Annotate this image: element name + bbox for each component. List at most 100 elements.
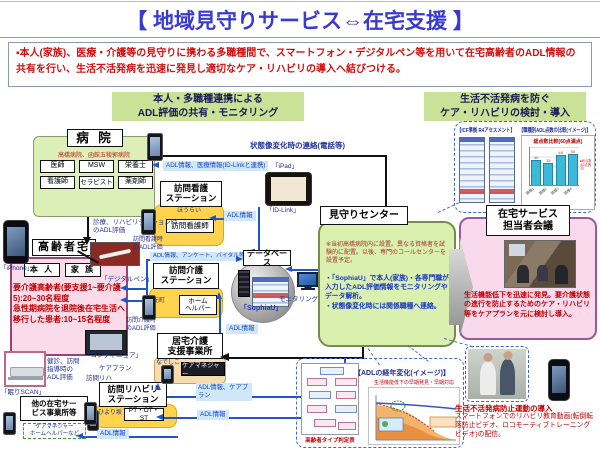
monitor-icon (297, 272, 318, 287)
label-homon-riha: 訪問リハ (86, 375, 112, 382)
arrow-right-icon (236, 256, 243, 262)
adl-trend-chart (368, 387, 460, 445)
banner-left: 本人・多職種連携による ADL評価の共有・モニタリング (112, 92, 304, 121)
home-line-2 (127, 300, 147, 302)
ipad-icon (265, 172, 312, 206)
trend-dashed-box (296, 358, 464, 448)
contact-line-h (162, 155, 387, 157)
smartphone-icon (3, 412, 16, 435)
label-icf: 【ICF準拠 R4アセスメント】 (457, 128, 515, 134)
exercise-dashed-box (465, 346, 529, 402)
pen-shape (98, 248, 132, 260)
label-careplan: ケアプラン (99, 365, 132, 372)
intro-text: ▪本人(家族)、医療・介護等の見守りに携わる多職種間で、スマートフォン・デジタル… (16, 48, 576, 75)
mimamori-note: ※当初高橋病院内に設置。異なる資格者を試験的に配置。以後、専門のコールセンターを… (326, 242, 447, 264)
kyotaku-office-name: なでしこ (156, 360, 181, 366)
label-adl-1: ADL情報 (224, 211, 256, 221)
photo-person (555, 265, 568, 284)
label-adl-survey: ADL情報、アンケート、バイタル等 (150, 252, 248, 261)
label-type-chart: 高齢者タイプ判定表 (305, 438, 355, 444)
label-iphone: 「iPhone」 (0, 265, 34, 272)
label-adl-4: ADL情報 (97, 429, 129, 439)
mimamori-desc: ・「SophiaU」で本人(家族)・各専門職が入力したADL評価情報をモニタリン… (325, 275, 449, 310)
hospital-staff-pharmacist: 薬剤師 (118, 176, 153, 189)
hospital-staff-nutritionist: 栄養士 (118, 160, 153, 173)
riha-station-name: ひより坂 (98, 410, 122, 416)
hospital-staff-nurse: 看護師 (40, 176, 75, 189)
kango-staff: 訪問看護師 (166, 219, 214, 233)
banner-right-line2: ケア・リハビリの検討・導入 (440, 108, 570, 119)
kango-station-title: 訪問看護 ステーション (160, 181, 222, 207)
smartphone-icon (161, 365, 174, 384)
banner-right-line1: 生活不活発病を防ぐ (460, 94, 550, 105)
home-person: 本 人 (24, 263, 60, 277)
arrow-up-icon (216, 292, 222, 299)
top-rule (0, 1, 600, 2)
smartphone-icon (142, 295, 156, 320)
arrow-left-icon (209, 215, 216, 221)
hospital-staff-doctor: 医師 (40, 160, 75, 173)
exercise-photo (468, 349, 526, 399)
mimamori-center-title: 見守りセンター (320, 206, 408, 225)
label-nemuri-scan: 「眠りSCAN」 (1, 389, 46, 396)
label-shinryo-adl: 診療、リハビリテーション時 のADL評価 (93, 219, 178, 235)
label-hikaku: 【職種別ADL点数の比較(イメージ)】 (519, 128, 591, 134)
label-adl-medical: ADL情報、医療情報(ID-Linkと連携) (163, 161, 269, 171)
intro-box: ▪本人(家族)、医療・介護等の見守りに携わる多職種間で、スマートフォン・デジタル… (8, 42, 592, 87)
label-keinen-title: 【ADLの経年変化(イメージ)】 (354, 370, 450, 377)
care-manager-box: ケアマネジャー (181, 362, 225, 378)
label-digital-pen: 「デジタルペン」 (101, 276, 153, 283)
meeting-photo (504, 240, 576, 288)
contact-line-v (385, 155, 387, 207)
title-rule (0, 37, 600, 38)
nemuri-scan-photo (4, 351, 46, 387)
r4-screenshot-1 (459, 137, 485, 203)
kaigo-db-line (219, 297, 221, 339)
banner-left-line1: 本人・多職種連携による (153, 94, 263, 105)
kaigo-station-name: 元町 (153, 298, 166, 304)
kango-station-name: ほうらい (176, 208, 201, 214)
riha-staff: PT・OT・ST (124, 407, 164, 422)
careplan-line-h (158, 396, 346, 398)
iphone-icon (548, 359, 570, 401)
other-office-staff: ケアマネジャー ホームヘルパーなど (23, 423, 86, 439)
bed-mattress (10, 367, 44, 377)
kaigo-staff: ホーム ヘルパー (179, 295, 217, 315)
bottom-text-1: 生活不活発病防止運動の導入 (455, 404, 553, 413)
hospital-home-line (87, 217, 89, 238)
photo-person (517, 265, 529, 283)
kaigo-station-title: 訪問介護 ステーション (153, 263, 219, 289)
arrow-up-icon (155, 383, 161, 390)
photo-window (509, 244, 525, 256)
tablet-photo (85, 330, 127, 355)
label-kenshin-adl: 健診、訪問指導時のADL評価 (47, 358, 80, 382)
banner-right: 生活不活発病を防ぐ ケア・リハビリの検討・導入 (424, 92, 586, 121)
bar: 48 (555, 150, 566, 185)
arrow-left-icon (156, 414, 163, 420)
bed-frame (8, 377, 43, 380)
hospital-staff-therapist: セラピスト (79, 176, 114, 189)
banner-left-line2: ADL評価の共有・モニタリング (137, 108, 279, 119)
label-adl-2: ADL情報 (226, 324, 258, 334)
label-continua: 「コンティニュア」 (84, 352, 142, 359)
survey-line-v (146, 259, 148, 304)
label-adl-3: ADL情報 (197, 410, 229, 420)
hospital-title: 病 院 (67, 129, 123, 147)
iphone-icon (3, 220, 29, 264)
photo-person (500, 359, 515, 395)
arrow-left-icon (120, 297, 127, 303)
adl-bar-legend: ■総点数(60点満点) (580, 159, 592, 171)
smartphone-icon (147, 133, 163, 161)
smartphone-icon (141, 209, 156, 235)
mimamori-line-v (362, 347, 364, 358)
arrow-left-icon (152, 162, 159, 168)
other-office-title: 他の在宅サー ビス事業所等 (20, 396, 88, 421)
label-phone-contact: 状態像変化時の連絡(電話等) (250, 141, 345, 150)
photo-person (480, 361, 496, 395)
bottom-text-2: スマートフォンでのリハビリ教育動画(転倒転落防止ビデオ、ロコモーティブトレーニン… (455, 413, 593, 438)
sophia-screenshot (252, 277, 289, 307)
home-family: 家 族 (65, 263, 101, 277)
